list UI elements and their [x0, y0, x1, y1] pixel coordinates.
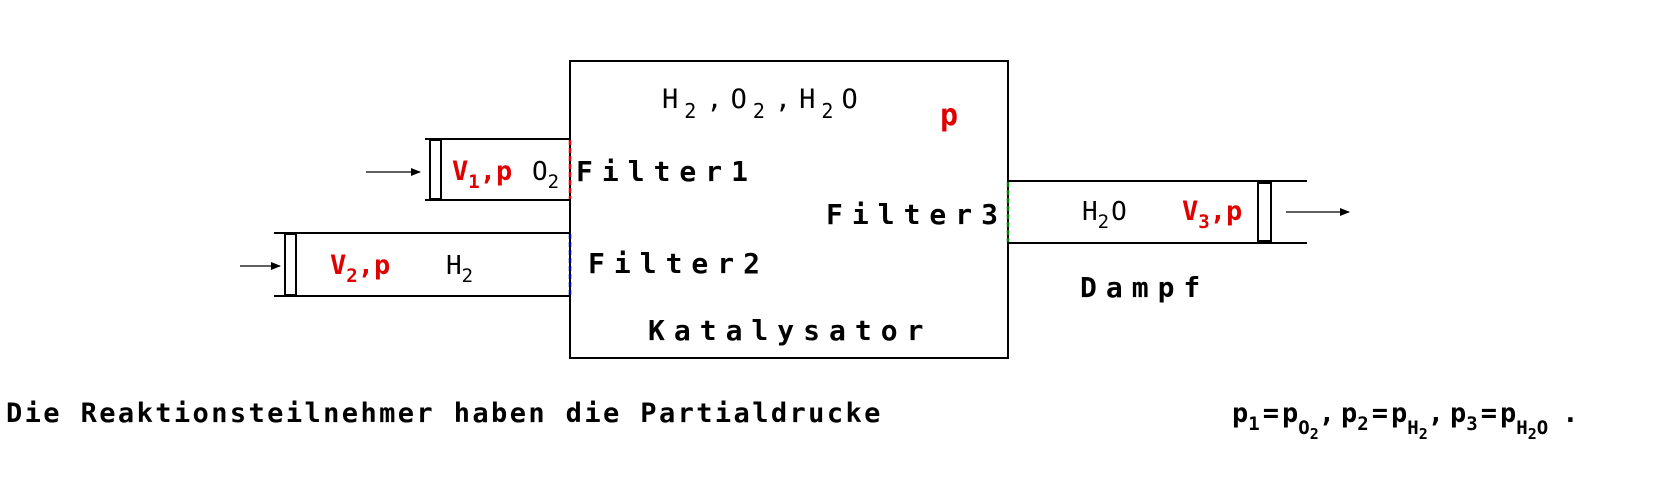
filter2-label: Filter2 [588, 247, 769, 280]
outlet-steam-label: Dampf [1080, 271, 1209, 304]
outlet-flow-label: V3,p [1182, 196, 1242, 233]
filter3-label: Filter3 [826, 198, 1007, 231]
reactor-pressure: p [940, 98, 958, 133]
piston-1 [429, 139, 442, 200]
caption-text: Die Reaktionsteilnehmer haben die Partia… [6, 398, 883, 429]
piston-2 [284, 233, 297, 296]
inlet1-flow-label: V1,p [452, 156, 512, 193]
inlet2-flow-label: V2,p [330, 250, 390, 287]
inlet-pipe-1 [366, 138, 570, 201]
filter1-label: Filter1 [576, 155, 757, 188]
piston-3 [1257, 182, 1272, 242]
outlet-gas-label: H2O [1082, 197, 1127, 233]
catalyst-label: Katalysator [648, 314, 932, 347]
inlet2-gas-label: H2 [446, 251, 473, 287]
inlet-pipe-2 [240, 232, 570, 297]
outlet-pipe [1008, 180, 1350, 244]
caption-formula: p1=pO2,p2=pH2,p3=pH2O. [1232, 398, 1578, 443]
inlet1-gas-label: O2 [532, 157, 559, 193]
